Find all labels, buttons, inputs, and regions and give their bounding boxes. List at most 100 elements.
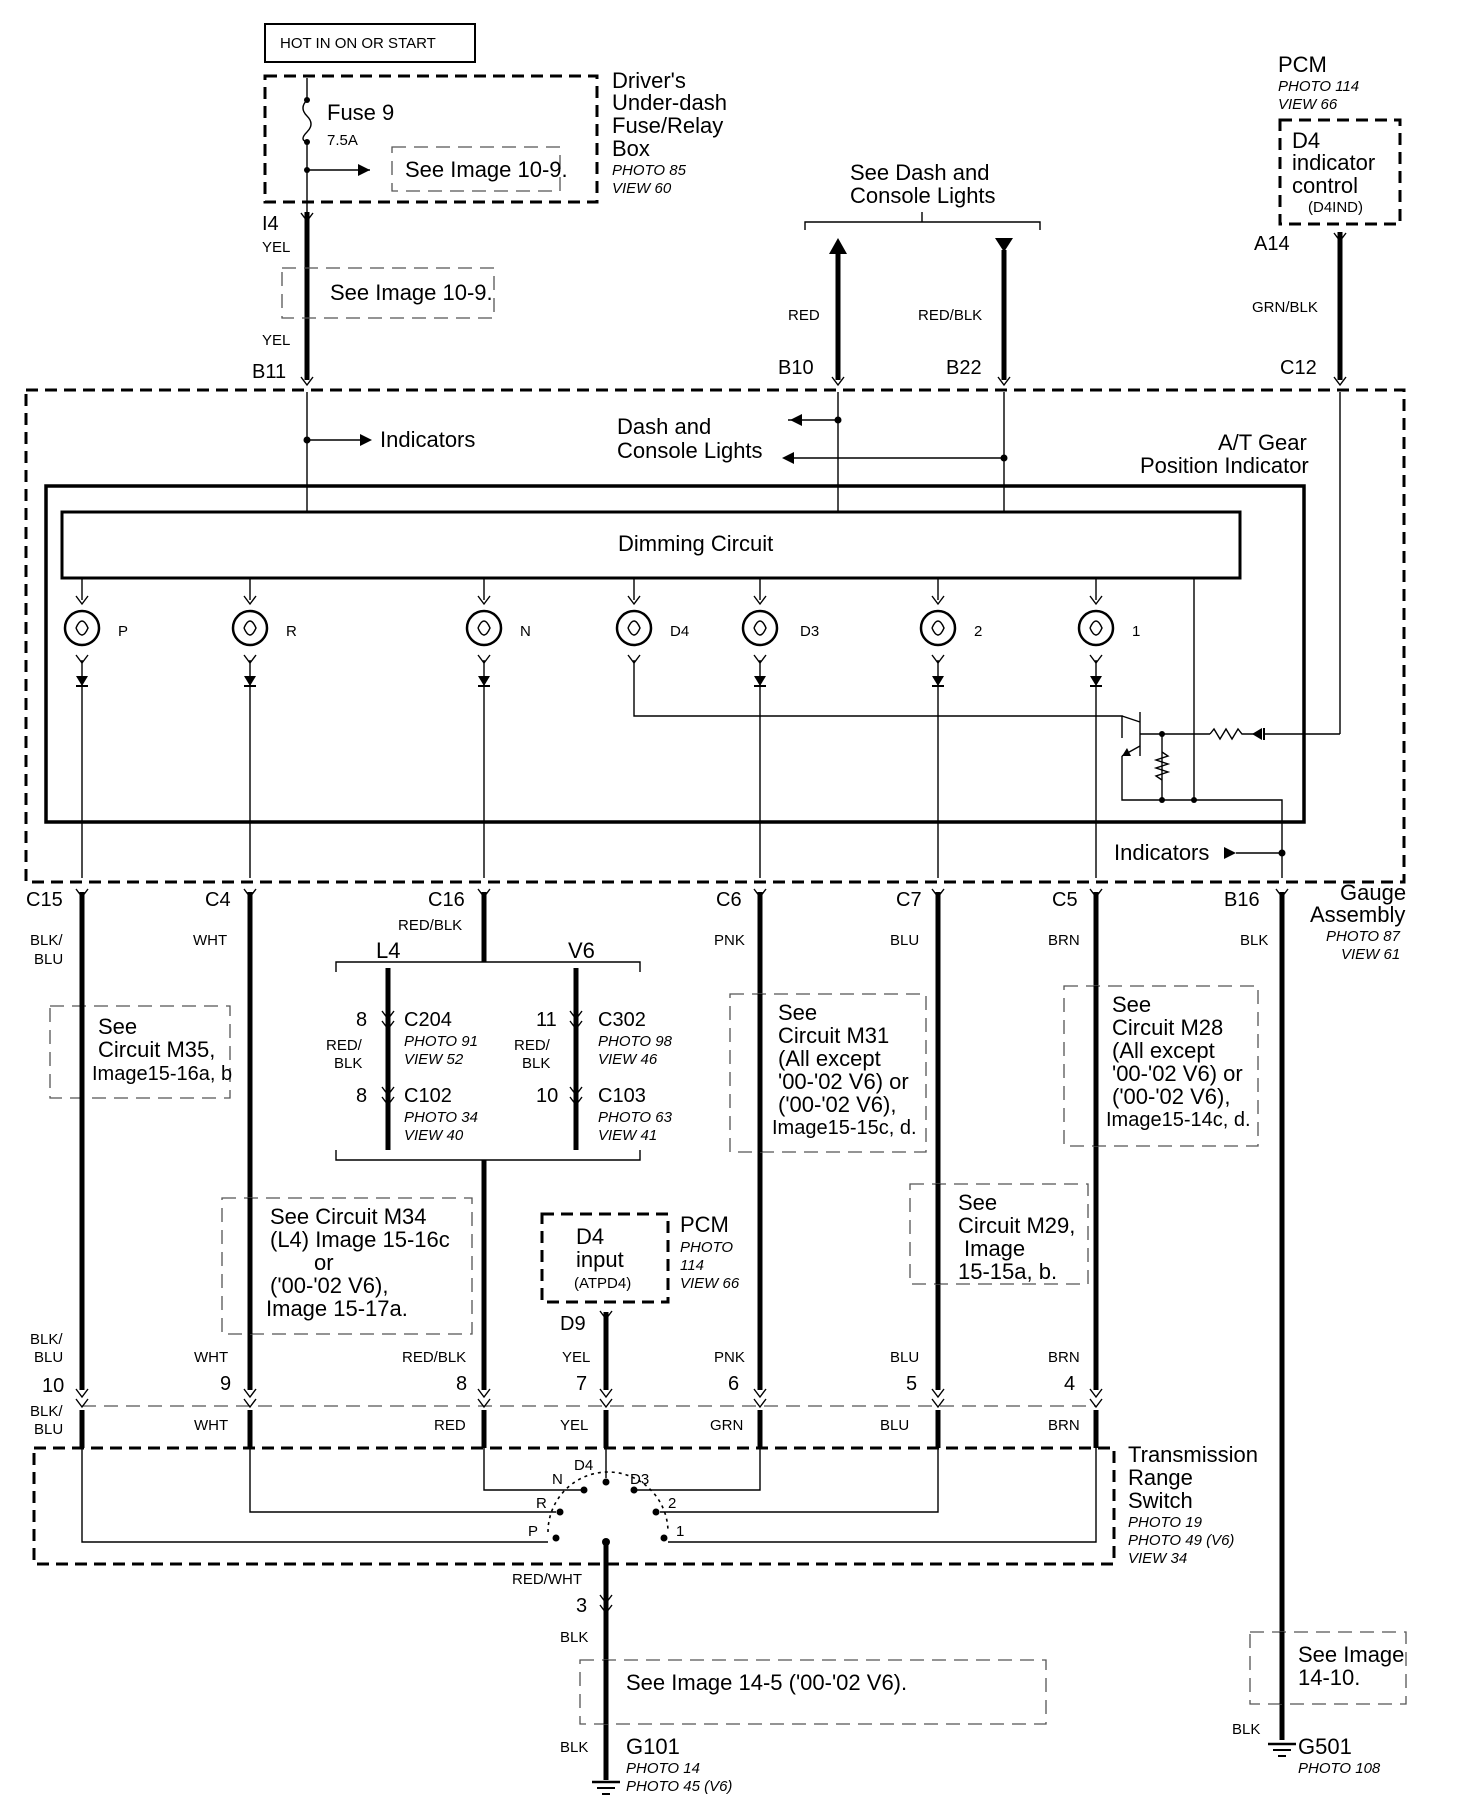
g501-see-2: 14-10. <box>1298 1665 1360 1690</box>
pcm-top-pin: A14 <box>1254 233 1290 255</box>
lower-c9-color: WHT <box>194 1417 228 1434</box>
c103-pin: 10 <box>536 1085 558 1107</box>
see-m28-l6: Image15-14c, d. <box>1106 1109 1251 1131</box>
see-m31-l4: '00-'02 V6) or <box>778 1069 909 1094</box>
lower-c10-color-2: BLU <box>34 1421 63 1438</box>
see-m31-l6: Image15-15c, d. <box>772 1117 917 1139</box>
fuse-name: Fuse 9 <box>327 100 394 125</box>
c302-pin: 11 <box>536 1009 557 1031</box>
upper-c8-color: RED/BLK <box>402 1349 466 1366</box>
indicators-label-2: Indicators <box>1114 840 1209 865</box>
lamp-d4: D4 <box>615 578 1123 738</box>
pcm-mid-pin: D9 <box>560 1313 586 1335</box>
switch-contacts <box>81 1448 1097 1546</box>
see-m29-l1: See <box>958 1190 997 1215</box>
trs-label-3: Switch <box>1128 1488 1193 1513</box>
see-m35-l3: Image15-16a, b <box>92 1063 232 1085</box>
see-m28-l1: See <box>1112 992 1151 1017</box>
lower-pin-6: 6 <box>728 1373 739 1395</box>
see-m28-l2: Circuit M28 <box>1112 1015 1223 1040</box>
c204-name: C204 <box>404 1009 452 1031</box>
lower-c10-color-1: BLK/ <box>30 1403 63 1420</box>
hot-in-on-box <box>264 23 476 63</box>
split-l4: L4 <box>376 938 400 963</box>
fuse-box-label-2: Under-dash <box>612 90 727 115</box>
gauge-assembly-l2: Assembly <box>1310 902 1405 927</box>
at-gear-label-2: Position Indicator <box>1140 453 1309 478</box>
pcm-mid-l1: D4 <box>576 1224 604 1249</box>
c204-photo: PHOTO 91 <box>404 1033 478 1050</box>
lower-pin-5: 5 <box>906 1373 917 1395</box>
fuse-box-photo: PHOTO 85 <box>612 162 687 179</box>
lamp-r: R <box>231 578 297 878</box>
g501-see-1: See Image <box>1298 1642 1404 1667</box>
wire-label-red-blk: RED/BLK <box>918 307 982 324</box>
conn-c12: C12 <box>1280 357 1317 379</box>
c6-color: PNK <box>714 932 745 949</box>
see-m34-box <box>221 1197 473 1335</box>
see-m29-l2: Circuit M29, <box>958 1213 1075 1238</box>
pcm-mid-photo-2: 114 <box>680 1257 704 1274</box>
trs-photo-1: PHOTO 19 <box>1128 1514 1203 1531</box>
conn-c15: C15 <box>26 889 63 911</box>
i4-color: YEL <box>262 239 290 256</box>
pcm-top-l4: (D4IND) <box>1308 199 1363 216</box>
see-m31-l1: See <box>778 1000 817 1025</box>
lower-pin-9: 9 <box>220 1373 231 1395</box>
g501-name: G501 <box>1298 1734 1352 1759</box>
fuse-rating: 7.5A <box>327 132 358 149</box>
fuse-box-outline <box>263 74 599 204</box>
lamp-2-label: 2 <box>974 623 982 640</box>
gauge-assembly-view: VIEW 61 <box>1341 946 1400 963</box>
pcm-mid-view: VIEW 66 <box>680 1275 740 1292</box>
lamp-1: 1 <box>1077 578 1140 878</box>
i4-see-image: See Image 10-9. <box>330 280 493 305</box>
upper-c10-color-2: BLU <box>34 1349 63 1366</box>
dash-ref-l2: Console Lights <box>850 183 996 208</box>
conn-c6: C6 <box>716 889 742 911</box>
see-image-fuse <box>391 146 561 192</box>
c302-name: C302 <box>598 1009 646 1031</box>
g501-ground-icon <box>1268 1742 1296 1757</box>
dash-label-1: Dash and <box>617 414 711 439</box>
lamp-r-label: R <box>286 623 297 640</box>
c102-view: VIEW 40 <box>404 1127 464 1144</box>
see-m34-l1: See Circuit M34 <box>270 1204 427 1229</box>
indicators-label: Indicators <box>380 427 475 452</box>
c204-view: VIEW 52 <box>404 1051 464 1068</box>
c15-color-1: BLK/ <box>30 932 63 949</box>
trs-label-2: Range <box>1128 1465 1193 1490</box>
see-m35-l2: Circuit M35, <box>98 1037 215 1062</box>
pcm-mid-color: YEL <box>562 1349 590 1366</box>
lower-pin-8: 8 <box>456 1373 467 1395</box>
lower-pin-10: 10 <box>42 1375 64 1397</box>
wire-label-red: RED <box>788 307 820 324</box>
pcm-top-photo: PHOTO 114 <box>1278 78 1359 95</box>
c102-photo: PHOTO 34 <box>404 1109 478 1126</box>
at-gear-label-1: A/T Gear <box>1218 430 1307 455</box>
lower-c8-color: RED <box>434 1417 466 1434</box>
lower-c4-color: BRN <box>1048 1417 1080 1434</box>
lower-pin-4: 4 <box>1064 1373 1075 1395</box>
see-m31-box <box>729 993 927 1153</box>
see-m29-box <box>909 1183 1089 1285</box>
gauge-assembly-outline <box>24 388 1406 884</box>
l4-mid-color-2: BLK <box>334 1055 362 1072</box>
see-m29-l3: Image <box>964 1236 1025 1261</box>
trs-photo-2: PHOTO 49 (V6) <box>1128 1532 1234 1549</box>
see-m34-l4: ('00-'02 V6), <box>270 1273 388 1298</box>
trs-view: VIEW 34 <box>1128 1550 1187 1567</box>
c103-name: C103 <box>598 1085 646 1107</box>
dash-ref-l1: See Dash and <box>850 160 989 185</box>
see-m28-l5: ('00-'02 V6), <box>1112 1084 1230 1109</box>
lower-c6-color: GRN <box>710 1417 743 1434</box>
fuse-box-label-3: Fuse/Relay <box>612 113 723 138</box>
pcm-top-l1: D4 <box>1292 128 1320 153</box>
gauge-assembly-l1: Gauge <box>1340 880 1406 905</box>
lamp-group: P R N D4 <box>63 578 1140 878</box>
fuse-symbol <box>302 99 312 143</box>
pcm-mid-l2: input <box>576 1247 624 1272</box>
fuse-box-label-1: Driver's <box>612 68 686 93</box>
see-m35-box <box>49 1005 231 1099</box>
